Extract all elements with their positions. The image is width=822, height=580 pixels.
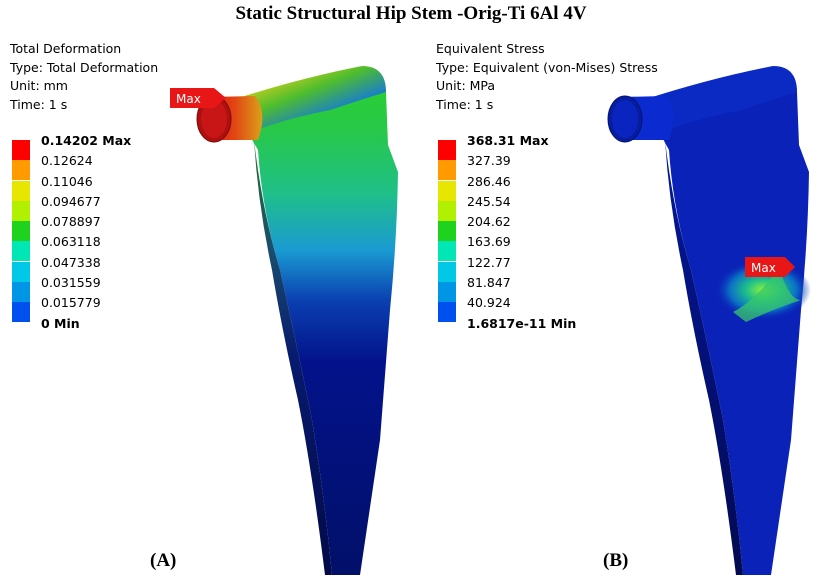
- legend-swatch: [12, 160, 30, 181]
- result-name: Equivalent Stress: [436, 41, 545, 56]
- legend-value: 0.031559: [41, 275, 101, 291]
- legend-value: 245.54: [467, 193, 511, 209]
- legend-swatch: [12, 180, 30, 201]
- legend-swatch: [438, 221, 456, 242]
- stem-body: [230, 68, 398, 575]
- legend-swatch: [438, 261, 456, 282]
- panel-total-deformation: Total Deformation Type: Total Deformatio…: [10, 40, 398, 575]
- legend-swatch: [438, 282, 456, 303]
- legend-swatch: [12, 140, 30, 160]
- legend-swatch: [438, 140, 456, 160]
- stem-side-face: [665, 140, 743, 575]
- result-time: Time: 1 s: [436, 96, 494, 112]
- legend-value: 0.063118: [41, 234, 101, 250]
- legend-value: 0.015779: [41, 295, 101, 311]
- legend-value: 327.39: [467, 153, 511, 169]
- legend-value: 0.14202 Max: [41, 133, 132, 148]
- max-tag-icon: Max: [170, 88, 226, 108]
- legend-value: 0 Min: [41, 315, 80, 331]
- max-marker: Max: [745, 256, 797, 282]
- legend-value: 0.047338: [41, 254, 101, 270]
- stem-side-face: [254, 140, 332, 575]
- taper-face: [201, 100, 227, 138]
- legend-swatch: [12, 241, 30, 262]
- legend-value: 204.62: [467, 214, 511, 230]
- result-info: Total Deformation Type: Total Deformatio…: [10, 40, 158, 114]
- legend-swatch: [12, 200, 30, 221]
- panel-equivalent-stress: Equivalent Stress Type: Equivalent (von-…: [411, 0, 822, 580]
- result-type: Type: Equivalent (von-Mises) Stress: [436, 59, 658, 75]
- max-tag-label: Max: [751, 261, 776, 275]
- stress-band: [733, 268, 801, 322]
- legend-value: 0.12624: [41, 153, 93, 169]
- legend-value: 286.46: [467, 173, 511, 189]
- panel-label: (B): [603, 550, 629, 571]
- legend-swatch: [12, 221, 30, 242]
- legend-value: 40.924: [467, 295, 511, 311]
- taper-face: [612, 100, 638, 138]
- legend-value: 0.11046: [41, 173, 93, 189]
- result-unit: Unit: mm: [10, 78, 68, 93]
- max-marker: Max: [170, 87, 230, 113]
- legend-value: 81.847: [467, 275, 511, 291]
- panel-label: (A): [150, 550, 177, 571]
- legend-swatch: [438, 200, 456, 221]
- result-name: Total Deformation: [10, 41, 122, 56]
- stem-shoulder: [232, 66, 386, 128]
- max-tag-icon: Max: [745, 257, 795, 277]
- legend-swatch: [12, 282, 30, 303]
- stem-shoulder: [643, 66, 797, 128]
- result-info: Equivalent Stress Type: Equivalent (von-…: [436, 40, 658, 114]
- hip-stem-stress-model: [607, 66, 811, 575]
- legend-swatch: [438, 160, 456, 181]
- max-tag-label: Max: [176, 92, 201, 106]
- stem-body: [643, 68, 809, 575]
- legend-value: 368.31 Max: [467, 133, 549, 148]
- result-unit: Unit: MPa: [436, 78, 496, 93]
- legend-value: 163.69: [467, 234, 511, 250]
- legend-swatch: [438, 180, 456, 201]
- legend-value: 1.6817e-11 Min: [467, 315, 577, 331]
- legend-swatch: [12, 261, 30, 282]
- legend-swatch: [12, 302, 30, 323]
- figure-title: Static Structural Hip Stem -Orig-Ti 6Al …: [235, 3, 587, 24]
- result-type: Type: Total Deformation: [10, 59, 159, 75]
- legend-swatch: [438, 302, 456, 323]
- legend-swatch: [438, 241, 456, 262]
- hip-stem-deformation-model: [196, 66, 398, 575]
- legend-value: 0.094677: [41, 193, 101, 209]
- result-time: Time: 1 s: [10, 96, 68, 112]
- legend-value: 122.77: [467, 254, 511, 270]
- legend-value: 0.078897: [41, 214, 101, 230]
